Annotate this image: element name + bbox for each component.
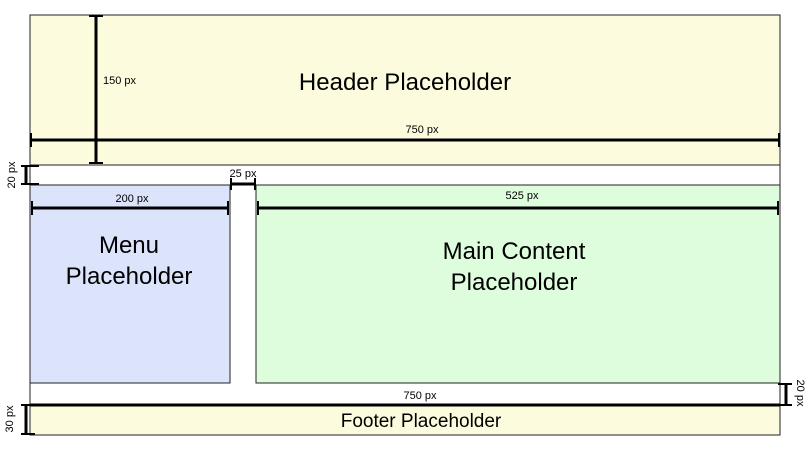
footer-region xyxy=(29,404,781,436)
menu-gap-label: 25 px xyxy=(230,168,257,180)
footer-height-dimension: 30 px xyxy=(4,404,35,435)
top-gap-dimension: 20 px xyxy=(6,161,39,188)
main-title-line2: Placeholder xyxy=(451,269,578,296)
menu-region xyxy=(29,184,231,384)
menu-gap-dimension: 25 px xyxy=(230,168,257,190)
main-width-dimension: 525 px xyxy=(257,190,779,215)
footer-width-label: 750 px xyxy=(403,390,437,402)
footer-width-dimension: 750 px xyxy=(30,390,780,407)
top-gap-region xyxy=(29,164,781,186)
bottom-gap-label: 20 px xyxy=(794,380,806,407)
bottom-gap-dimension: 20 px xyxy=(778,380,806,407)
header-height-label: 150 px xyxy=(103,75,137,87)
main-title-line1: Main Content xyxy=(443,238,586,265)
footer-height-label: 30 px xyxy=(4,405,16,432)
menu-width-label: 200 px xyxy=(115,193,149,205)
header-width-dimension: 750 px xyxy=(30,124,780,147)
header-width-label: 750 px xyxy=(405,124,439,136)
main-content-region xyxy=(255,184,781,384)
menu-title-line1: Menu xyxy=(99,232,159,259)
footer-title: Footer Placeholder xyxy=(341,411,502,432)
menu-width-dimension: 200 px xyxy=(31,193,229,215)
main-width-label: 525 px xyxy=(505,190,539,202)
header-title: Header Placeholder xyxy=(299,69,511,96)
menu-title-line2: Placeholder xyxy=(66,263,193,290)
top-gap-label: 20 px xyxy=(6,161,18,188)
